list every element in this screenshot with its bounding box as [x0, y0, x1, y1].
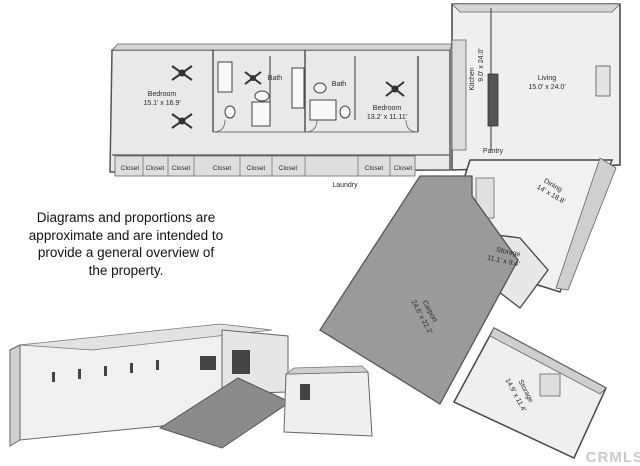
- carport-area: [319, 175, 519, 405]
- closet-label: Closet: [121, 165, 140, 172]
- closet-label: Closet: [146, 165, 165, 172]
- closet-label: Closet: [394, 165, 413, 172]
- storage-1-name: Storage: [496, 247, 522, 259]
- kitchen-dims: 9.0' x 24.0': [478, 48, 485, 81]
- living-dims: 15.0' x 24.0': [528, 84, 565, 91]
- bedroom-2-name: Bedroom: [373, 105, 402, 112]
- bath-2-name: Bath: [332, 81, 347, 88]
- perspective-model: [9, 323, 373, 449]
- living-block: [451, 3, 621, 171]
- storage-room-2: [452, 326, 607, 459]
- closet-labels: Closet Closet Closet Closet Closet Close…: [121, 165, 413, 172]
- bedroom-1-dims: 15.1' x 16.9': [143, 100, 180, 107]
- closet-label: Closet: [213, 165, 232, 172]
- living-name: Living: [538, 75, 556, 82]
- bedroom-wing: [109, 43, 453, 177]
- ceiling-fan-icon: [171, 65, 405, 129]
- watermark-logo: CRMLS: [585, 449, 640, 466]
- bedroom-1-name: Bedroom: [148, 91, 177, 98]
- closet-label: Closet: [247, 165, 266, 172]
- pantry-name: Pantry: [483, 148, 504, 155]
- bedroom-2-dims: 13.2' x 11.11': [367, 114, 407, 121]
- closet-label: Closet: [279, 165, 298, 172]
- bath-fixtures: [217, 61, 351, 127]
- bath-1-name: Bath: [268, 75, 283, 82]
- closet-label: Closet: [365, 165, 384, 172]
- disclaimer-text: Diagrams and proportions are approximate…: [28, 210, 224, 278]
- laundry-name: Laundry: [332, 182, 358, 189]
- kitchen-name: Kitchen: [469, 67, 476, 90]
- closet-label: Closet: [172, 165, 191, 172]
